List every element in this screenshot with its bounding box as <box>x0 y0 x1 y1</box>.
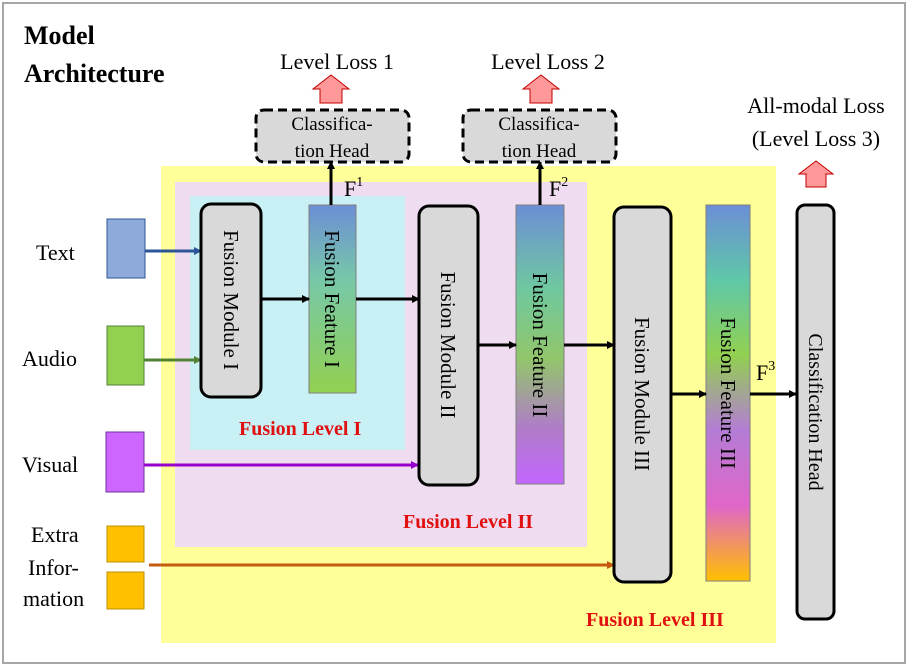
final-classification-head <box>795 203 836 621</box>
text-input-box <box>106 218 146 279</box>
visual-input-box <box>105 431 145 493</box>
feature-label-f2: F2 <box>549 175 568 201</box>
classification-head-2-line1: Classifica- <box>498 114 579 135</box>
fusion-feature-1 <box>308 204 357 394</box>
classification-head-1-line1: Classifica- <box>291 114 372 135</box>
fusion-feature-2 <box>515 204 565 485</box>
fusion-module-2-label: Fusion Module II <box>436 272 460 419</box>
input-label-extra-2: Infor- <box>28 555 79 580</box>
fusion-level-1-label: Fusion Level I <box>239 418 361 440</box>
level-loss-1-label: Level Loss 1 <box>280 49 394 74</box>
extra-input-box-2 <box>106 571 145 610</box>
fusion-module-1-label: Fusion Module I <box>219 230 243 370</box>
classification-head-1 <box>254 108 411 164</box>
level-loss-2-label: Level Loss 2 <box>491 49 605 74</box>
input-label-extra-3: mation <box>23 586 84 611</box>
up-arrow-icon-loss2 <box>521 74 561 104</box>
input-label-text: Text <box>36 240 75 265</box>
input-label-extra-1: Extra <box>31 522 79 547</box>
fusion-feature-3-label: Fusion Feature III <box>716 317 740 469</box>
fusion-feature-1-label: Fusion Feature I <box>320 230 344 368</box>
feature-label-f1: F1 <box>344 175 363 201</box>
input-label-audio: Audio <box>22 346 77 371</box>
classification-head-1-line2: tion Head <box>295 141 370 162</box>
audio-input-box <box>106 325 145 386</box>
all-modal-loss-line1: All-modal Loss <box>747 93 885 118</box>
up-arrow-icon-loss1 <box>311 74 351 104</box>
fusion-module-3-label: Fusion Module III <box>630 317 654 471</box>
feature-label-f3: F3 <box>756 359 775 385</box>
classification-head-2-line2: tion Head <box>502 141 577 162</box>
up-arrow-icon-loss3 <box>797 160 835 188</box>
fusion-feature-3 <box>705 204 751 582</box>
title-line2: Architecture <box>24 59 165 88</box>
final-classification-head-label: Classification Head <box>804 333 826 490</box>
fusion-level-3-label: Fusion Level III <box>586 609 724 631</box>
fusion-level-2-label: Fusion Level II <box>403 511 533 533</box>
fusion-feature-2-label: Fusion Feature II <box>528 273 552 418</box>
extra-input-box-1 <box>106 525 145 563</box>
classification-head-2 <box>461 108 618 164</box>
all-modal-loss-line2: (Level Loss 3) <box>752 126 880 151</box>
input-label-visual: Visual <box>22 452 78 477</box>
title-line1: Model <box>24 21 95 50</box>
